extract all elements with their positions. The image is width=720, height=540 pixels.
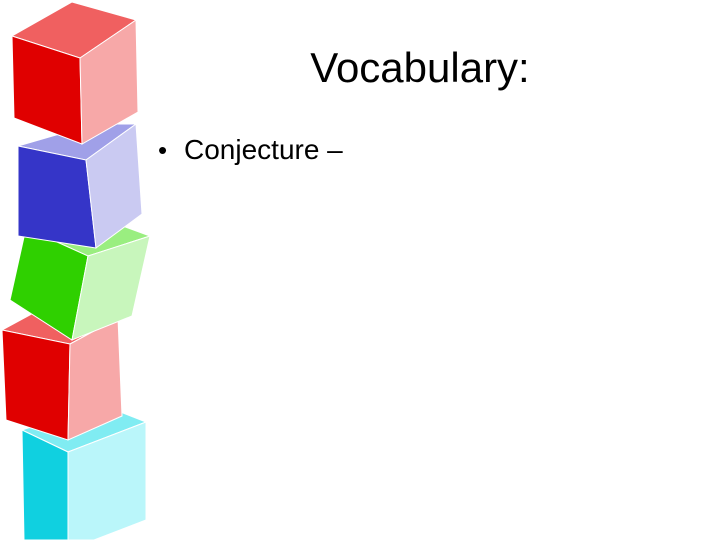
cube-face [71, 235, 151, 341]
cube-face [21, 429, 69, 540]
bullet-text: Conjecture – [184, 134, 343, 165]
stacked-blocks-illustration [0, 1, 152, 540]
slide-title: Vocabulary: [310, 44, 530, 91]
cube-face [85, 123, 143, 249]
bullet-list: • Conjecture – [158, 130, 678, 170]
cube-red-top [10, 1, 139, 145]
cube-red-lower [0, 303, 123, 441]
cube-face [79, 19, 139, 145]
cube-face [67, 421, 147, 540]
cube-face [1, 329, 71, 441]
bullet-marker: • [158, 135, 168, 165]
cube-face [17, 145, 97, 249]
cube-cyan [20, 403, 148, 540]
bullet-item: • Conjecture – [158, 130, 678, 170]
